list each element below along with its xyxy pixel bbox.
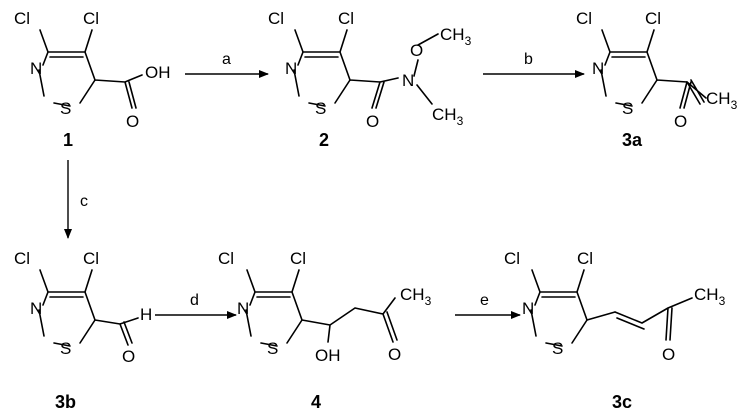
atom-o: O bbox=[126, 112, 139, 131]
atom-n: N bbox=[285, 59, 297, 78]
compound-3a-structure: N S Cl Cl O CH3 bbox=[576, 9, 738, 131]
compound-3c-structure: N S Cl Cl O CH3 bbox=[504, 249, 726, 364]
condition-label: b bbox=[524, 51, 533, 68]
atom-cl: Cl bbox=[645, 9, 661, 28]
atom-cl: Cl bbox=[218, 249, 234, 268]
compound-label: 4 bbox=[311, 392, 321, 412]
atom-o: O bbox=[674, 112, 687, 131]
subscript-3: 3 bbox=[425, 294, 432, 308]
atom-oh: OH bbox=[315, 346, 341, 365]
methyl-group: CH3 bbox=[706, 89, 738, 112]
compound-1-structure: N S Cl Cl OH O bbox=[14, 9, 171, 131]
atom-cl: Cl bbox=[290, 249, 306, 268]
atom-cl: Cl bbox=[14, 9, 30, 28]
subscript-3: 3 bbox=[731, 98, 738, 112]
atom-o: O bbox=[388, 345, 401, 364]
atom-o: O bbox=[122, 347, 135, 366]
atom-s: S bbox=[60, 339, 71, 358]
atom-o: O bbox=[662, 345, 675, 364]
atom-cl: Cl bbox=[14, 249, 30, 268]
compound-label: 1 bbox=[63, 130, 73, 150]
atom-cl: Cl bbox=[268, 9, 284, 28]
subscript-3: 3 bbox=[457, 114, 464, 128]
atom-h: H bbox=[140, 305, 152, 324]
atom-cl: Cl bbox=[83, 9, 99, 28]
compound-4-structure: N S Cl Cl OH O CH3 bbox=[218, 249, 432, 365]
atom-ch: CH bbox=[706, 89, 731, 108]
compound-3b-structure: N S Cl Cl H O bbox=[14, 249, 152, 366]
atom-ch: CH bbox=[440, 25, 465, 44]
condition-label: c bbox=[80, 193, 88, 210]
atom-s: S bbox=[622, 99, 633, 118]
atom-n: N bbox=[522, 299, 534, 318]
methyl-group: CH3 bbox=[440, 25, 472, 48]
atom-cl: Cl bbox=[577, 249, 593, 268]
subscript-3: 3 bbox=[719, 294, 726, 308]
compound-2-structure: N S Cl Cl N O O CH3 CH3 bbox=[268, 9, 472, 131]
atom-n: N bbox=[30, 59, 42, 78]
atom-cl: Cl bbox=[83, 249, 99, 268]
compound-label: 3b bbox=[55, 392, 76, 412]
compound-label: 3a bbox=[622, 130, 643, 150]
methyl-group: CH3 bbox=[694, 285, 726, 308]
atom-s: S bbox=[552, 339, 563, 358]
condition-label: a bbox=[222, 51, 231, 68]
condition-label: d bbox=[190, 292, 199, 309]
atom-o: O bbox=[410, 41, 423, 60]
atom-s: S bbox=[267, 339, 278, 358]
atom-o: O bbox=[366, 112, 379, 131]
atom-n: N bbox=[30, 299, 42, 318]
atom-cl: Cl bbox=[576, 9, 592, 28]
methyl-group: CH3 bbox=[400, 285, 432, 308]
atom-ch: CH bbox=[432, 105, 457, 124]
atom-oh: OH bbox=[145, 63, 171, 82]
atom-n: N bbox=[402, 71, 414, 90]
subscript-3: 3 bbox=[465, 34, 472, 48]
methyl-group: CH3 bbox=[432, 105, 464, 128]
atom-s: S bbox=[60, 99, 71, 118]
atom-cl: Cl bbox=[504, 249, 520, 268]
atom-ch: CH bbox=[694, 285, 719, 304]
condition-label: e bbox=[480, 292, 489, 309]
atom-cl: Cl bbox=[338, 9, 354, 28]
atom-n: N bbox=[592, 59, 604, 78]
atom-s: S bbox=[315, 99, 326, 118]
compound-label: 2 bbox=[319, 130, 329, 150]
atom-ch: CH bbox=[400, 285, 425, 304]
atom-n: N bbox=[237, 299, 249, 318]
compound-label: 3c bbox=[612, 392, 632, 412]
